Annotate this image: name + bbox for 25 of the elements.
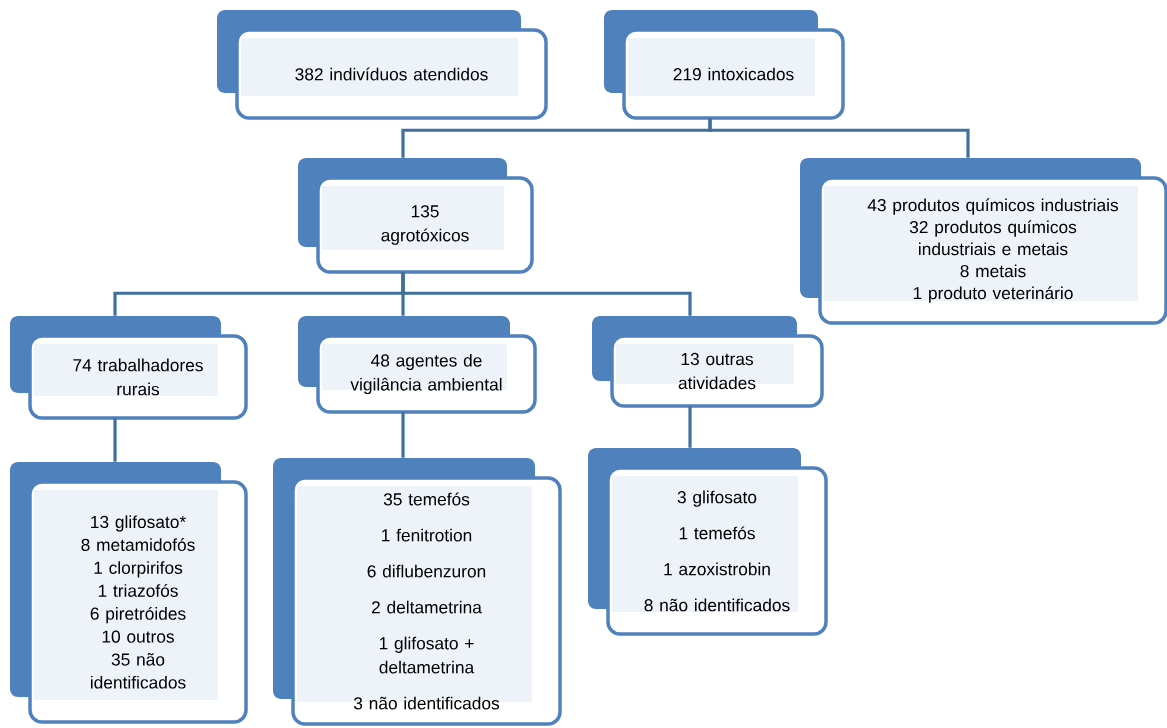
- box-text: 13 glifosato* 8 metamidofós 1 clorpirifos 1 triazofós 6 piretróides 10 outros 35 não identificados: [81, 515, 195, 689]
- node-label: 1 fenitrotion: [382, 528, 472, 542]
- box-text: 13 outras atividades: [678, 352, 756, 390]
- box-text: 35 temefós 1 fenitrotion 6 diflubenzuron 2 deltametrina 1 glifosato + deltametrina 3 não identificados: [353, 492, 500, 710]
- connector: [113, 418, 117, 462]
- node-label: 2 deltametrina: [371, 600, 482, 614]
- node-label: 32 produtos químicos industriais e metais: [909, 220, 1077, 256]
- node-label: 8 metais: [960, 264, 1026, 278]
- connector: [401, 412, 405, 458]
- node-label: 1 produto veterinário: [913, 286, 1073, 303]
- box-text: 43 produtos químicos industriais 32 produtos químicos industriais e metais 8 metais 1 produto veterinário: [867, 198, 1119, 303]
- connector: [708, 118, 970, 158]
- node-label: 43 produtos químicos industriais: [867, 198, 1119, 215]
- box-text: 3 glifosato 1 temefós 1 azoxistrobin 8 não identificados: [644, 490, 790, 612]
- box-text: 48 agentes de vigilância ambiental: [350, 353, 502, 395]
- node-label: 35 temefós: [383, 492, 470, 506]
- connector: [401, 272, 692, 316]
- node-label: 3 não identificados: [353, 696, 500, 710]
- node-label: 1 glifosato + deltametrina: [379, 636, 475, 674]
- connector: [688, 406, 692, 448]
- node-label: 6 diflubenzuron: [367, 564, 486, 578]
- box-text: 74 trabalhadores rurais: [73, 358, 203, 396]
- box-text: 135 agrotóxicos: [381, 205, 469, 245]
- box-text: 219 intoxicados: [673, 67, 794, 81]
- box-text: 382 indivíduos atendidos: [295, 67, 488, 81]
